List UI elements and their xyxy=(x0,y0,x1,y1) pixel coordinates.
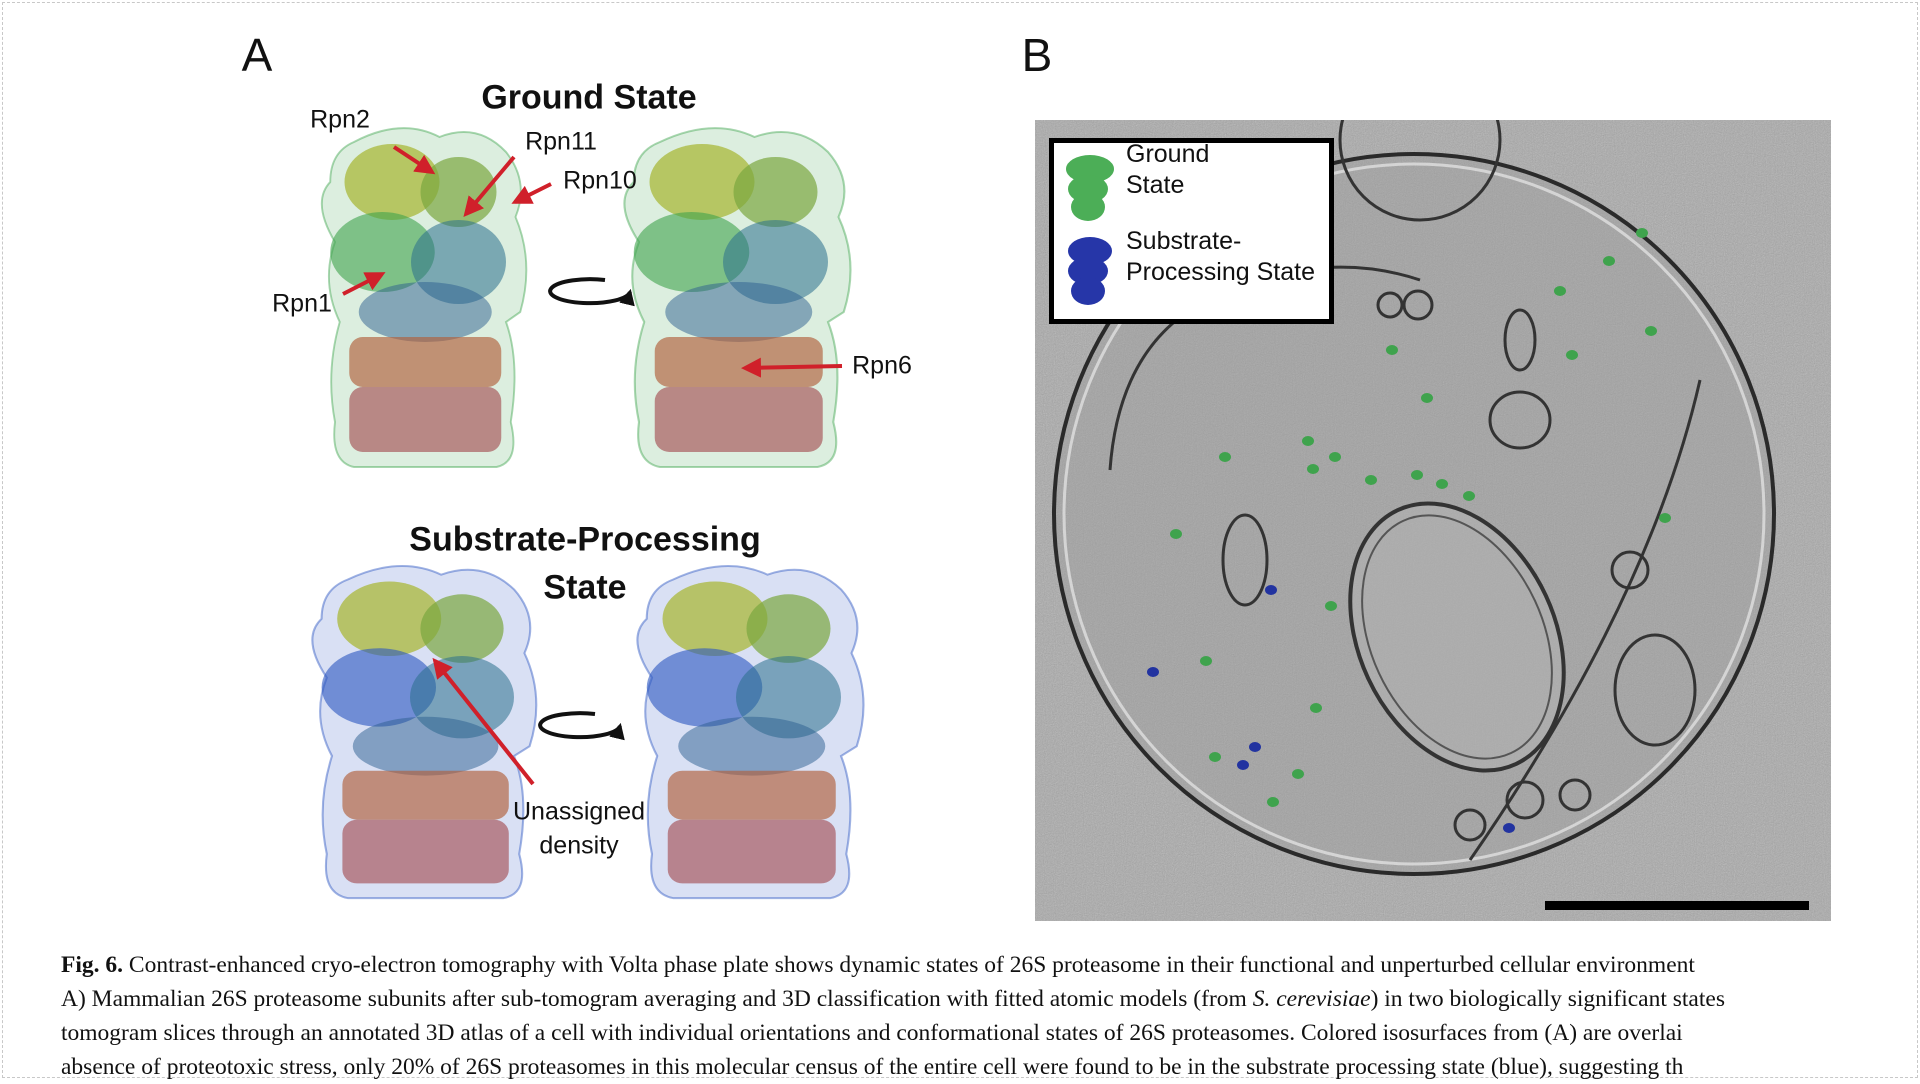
ground-state-particle xyxy=(1603,256,1615,266)
label-rpn10: Rpn10 xyxy=(563,166,637,195)
substrate-state-title-line1: Substrate-Processing xyxy=(409,520,761,559)
substrate-state-title-line2: State xyxy=(543,568,627,607)
ground-state-particle xyxy=(1554,286,1566,296)
ground-state-particle xyxy=(1200,656,1212,666)
ground-state-particle xyxy=(1566,350,1578,360)
ground-state-particle xyxy=(1292,769,1304,779)
legend: Ground State Substrate- Processing State xyxy=(1049,138,1334,324)
legend-substrate-line1: Substrate- xyxy=(1126,227,1242,255)
figure-graphics xyxy=(311,120,1831,921)
substrate-state-particle xyxy=(1249,742,1261,752)
ground-state-particle xyxy=(1411,470,1423,480)
ground-state-particle xyxy=(1219,452,1231,462)
ground-state-particle xyxy=(1386,345,1398,355)
label-density: density xyxy=(539,831,619,860)
annotation-arrows xyxy=(342,145,843,786)
ground-state-particle xyxy=(1302,436,1314,446)
label-unassigned: Unassigned xyxy=(512,797,646,826)
substrate-state-particle xyxy=(1503,823,1515,833)
legend-substrate-line2: Processing State xyxy=(1126,258,1315,286)
ground-state-particle xyxy=(1310,703,1322,713)
panel-a-letter: A xyxy=(241,29,273,81)
ground-state-particle xyxy=(1463,491,1475,501)
caption-label: Fig. 6. xyxy=(61,952,124,978)
ground-state-particle xyxy=(1209,752,1221,762)
ground-state-particle xyxy=(1436,479,1448,489)
caption-line2b: ) in two biologically significant states xyxy=(1370,986,1725,1012)
tomogram-image xyxy=(1035,120,1831,921)
ground-state-swatch-icon xyxy=(1066,155,1114,221)
label-rpn1: Rpn1 xyxy=(272,289,332,318)
substrate-state-particle xyxy=(1147,667,1159,677)
legend-ground-line2: State xyxy=(1126,171,1185,199)
legend-ground-line1: Ground xyxy=(1126,140,1210,168)
substrate-state-particle xyxy=(1237,760,1249,770)
substrate-state-molecule-right xyxy=(636,564,865,900)
ground-state-title: Ground State xyxy=(481,78,697,117)
caption-line3: tomogram slices through an annotated 3D … xyxy=(61,1020,1683,1046)
ground-state-molecule-right xyxy=(623,127,852,469)
ground-state-particle xyxy=(1307,464,1319,474)
label-rpn2: Rpn2 xyxy=(310,105,370,134)
ground-state-particle xyxy=(1365,475,1377,485)
ground-state-particle xyxy=(1325,601,1337,611)
panel-b-letter: B xyxy=(1021,29,1053,81)
caption-line1: Contrast-enhanced cryo-electron tomograp… xyxy=(128,952,1695,978)
label-rpn6: Rpn6 xyxy=(852,351,912,380)
substrate-state-particle xyxy=(1265,585,1277,595)
ground-state-particle xyxy=(1645,326,1657,336)
ground-state-particle xyxy=(1267,797,1279,807)
scale-bar xyxy=(1545,901,1809,910)
figure-caption: Fig. 6. Contrast-enhanced cryo-electron … xyxy=(61,948,1920,1084)
ground-state-particle xyxy=(1329,452,1341,462)
substrate-state-molecule-left xyxy=(311,564,538,900)
substrate-state-swatch-icon xyxy=(1068,237,1112,305)
rotation-arrow-icon xyxy=(538,277,635,741)
label-rpn11: Rpn11 xyxy=(525,127,597,156)
caption-line4: absence of proteotoxic stress, only 20% … xyxy=(61,1054,1684,1080)
ground-state-particle xyxy=(1636,228,1648,238)
legend-swatches xyxy=(1066,155,1114,305)
ground-state-particle xyxy=(1659,513,1671,523)
ground-state-particle xyxy=(1421,393,1433,403)
caption-species: S. cerevisiae xyxy=(1252,986,1371,1012)
ground-state-particle xyxy=(1170,529,1182,539)
caption-line2a: A) Mammalian 26S proteasome subunits aft… xyxy=(61,986,1253,1012)
